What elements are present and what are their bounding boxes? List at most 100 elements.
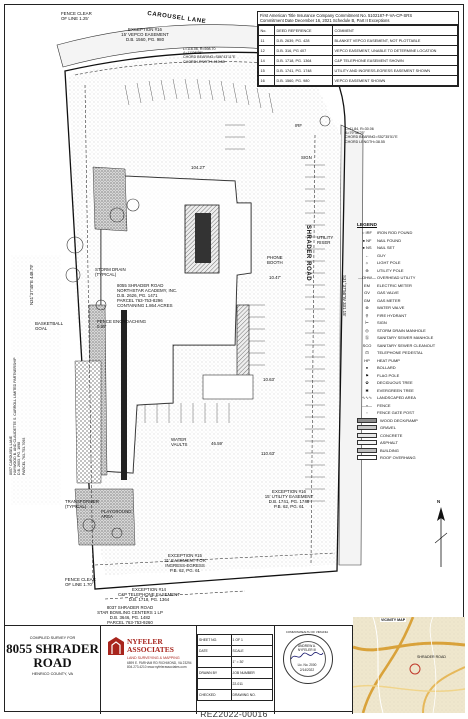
legend-text: NAIL FOUND — [377, 237, 402, 243]
storm-drain-label: STORM DRAIN (TYPICAL) — [95, 267, 126, 277]
seal-top-text: COMMONWEALTH OF VIRGINIA — [285, 630, 329, 634]
county-label: HENRICO COUNTY, VA — [32, 672, 73, 676]
legend-swatch-item: WOOD DECK/RAMP — [357, 417, 461, 425]
legend-text: LANDSCAPED AREA — [377, 395, 416, 401]
basketball-label: BASKETBALL GOAL — [35, 321, 64, 331]
exc-cell: D.B. 1718, PG. 1364 — [274, 55, 333, 66]
curve-top: L=116.06, R=598.70 Δ=11°06'25" CHORD BEA… — [183, 47, 236, 64]
company-logo-icon — [108, 637, 124, 655]
rear-landscape — [74, 360, 102, 484]
sheet-info-cell: SHEET NO. — [197, 634, 232, 646]
legend-symbol: ☼ — [365, 260, 369, 266]
legend-text: ROOF OVERHANG — [380, 455, 416, 461]
exc-header-no: No. — [258, 25, 275, 36]
legend-text: TELEPHONE PEDESTAL — [377, 350, 423, 356]
exc-cell: 11 — [258, 35, 275, 46]
surveyor-seal-icon — [283, 634, 333, 684]
exc-cell: 15 — [258, 65, 275, 76]
legend-item: —x—FENCE — [357, 402, 461, 410]
fence-encroaching-label: FENCE ENCROACHING 0.09' — [97, 319, 147, 329]
dimension-d: 46.59' — [211, 441, 223, 446]
plat-svg — [11, 24, 364, 600]
exc-cell: VEPCO EASEMENT SHOWN — [332, 75, 458, 86]
legend-item: ⚲ FIRE HYDRANT — [357, 312, 461, 320]
parcel-label: 8055 SHRADER ROAD NORTHSTAR ACADEMY, INC… — [117, 283, 178, 308]
legend-text: FENCE GATE POST — [377, 410, 415, 416]
legend-text: SANITARY SEWER CLEANOUT — [377, 342, 436, 348]
exception16-low: EXCEPTION #16 15' UTILITY EASEMENT D.B. … — [264, 489, 314, 509]
legend-symbol: ⚑ — [365, 372, 369, 378]
legend-text: BOLLARD — [377, 365, 396, 371]
sheet-info-cell: DATE — [197, 645, 232, 657]
legend-item: HP HEAT PUMP — [357, 357, 461, 365]
legend-text: OVERHEAD UTILITY — [377, 275, 416, 281]
legend-text: BUILDING — [380, 447, 399, 453]
exc-cell: C&P TELEPHONE EASEMENT SHOWN — [332, 55, 458, 66]
legend-item: ● BOLLARD — [357, 364, 461, 372]
transformer-label: TRANSFORMER (TYPICAL) — [65, 499, 99, 509]
exception16-top: EXCEPTION #16 15' VEPCO EASEMENT D.B. 15… — [121, 27, 169, 42]
playground-label: PLAYGROUND AREA — [101, 509, 132, 519]
exc-cell: D.B. 2639, PG. 428 — [274, 35, 333, 46]
legend-symbol: ● — [365, 365, 369, 371]
legend-item: ▫FENCE GATE POST — [357, 409, 461, 417]
table-row: 16 D.B. 1560, PG. 980 VEPCO EASEMENT SHO… — [258, 75, 458, 86]
north-label: N — [437, 499, 441, 504]
legend-item: ⚑FLAG POLE — [357, 372, 461, 380]
legend-text: GRAVEL — [380, 425, 396, 431]
table-row: 1" = 30' — [197, 656, 274, 668]
exception14-label: EXCEPTION #14 C&P TELEPHONE EASEMENT D.B… — [117, 587, 181, 602]
seal-cell: COMMONWEALTH OF VIRGINIA ANDREW A. NYFEL… — [275, 626, 353, 714]
legend-title: LEGEND — [357, 223, 377, 228]
legend-item: —OHW—OVERHEAD UTILITY — [357, 274, 461, 282]
table-row: 22-011 — [197, 678, 274, 690]
vicinity-road-label: SHRADER ROAD — [417, 655, 446, 659]
legend-text: ASPHALT — [380, 440, 398, 446]
legend-symbol: ✱ — [365, 387, 369, 393]
seal-name: ANDREW A. NYFELER III — [297, 644, 317, 652]
plat-drawing: CAROUSEL LANE SHRADER ROAD FENCE CLEAR O… — [5, 5, 465, 625]
sheet-info-cell: JOB NUMBER — [230, 667, 274, 679]
legend-text: HEAT PUMP — [377, 357, 400, 363]
legend-symbol: ⚲ — [365, 312, 369, 318]
sheet-info-cell: 22-011 — [230, 678, 274, 690]
dimension-c: 10.63' — [263, 377, 275, 382]
exception15-label: EXCEPTION #15 31' EASEMENT FOR INGRESS-E… — [164, 553, 206, 573]
survey-title-cell: COMPILED SURVEY FOR 8055 SHRADER ROAD HE… — [5, 626, 101, 714]
sheet-info-cell: SCALE — [230, 645, 274, 657]
legend-swatch — [357, 455, 377, 461]
utility-riser-label: UTILITY RISER — [317, 235, 334, 245]
legend-text: FIRE HYDRANT — [377, 312, 407, 318]
bearing-left: N31°37'45"E 448.79' — [29, 264, 34, 305]
legend-item: ∿∿∿LANDSCAPED AREA — [357, 394, 461, 402]
parking-stripes — [124, 78, 325, 502]
company-cell: NYFELER ASSOCIATES LAND SURVEYING & MAPP… — [101, 626, 197, 714]
legend-swatch-item: GRAVEL — [357, 424, 461, 432]
legend-item: ⊢SIGN — [357, 319, 461, 327]
legend-swatch — [357, 440, 377, 446]
legend-item: ✿DECIDUOUS TREE — [357, 379, 461, 387]
sheet-info-cell: DRAWN BY — [197, 667, 232, 679]
legend-text: FENCE — [377, 402, 391, 408]
exc-cell: UTILITY AND INGRESS-EGRESS EASEMENT SHOW… — [332, 65, 458, 76]
seal-license: Lic. No. 2000 — [297, 663, 317, 667]
legend-text: WOOD DECK/RAMP — [380, 417, 418, 423]
dimension-a: 104.27' — [191, 165, 206, 170]
legend-symbol: ⊢ — [365, 320, 369, 326]
curve-right: L=41.84, R=30.06 Δ=79°46'25" CHORD BEARI… — [345, 127, 398, 144]
dimension-b: 10.47' — [269, 275, 281, 280]
legend-symbol: HP — [364, 357, 370, 363]
signature-icon — [290, 652, 324, 660]
neighbor-parcel-left — [11, 255, 61, 505]
seal-date: 2/14/2022 — [299, 668, 315, 672]
exc-cell: BLANKET VEPCO EASEMENT, NOT PLOTTABLE — [332, 35, 458, 46]
legend-swatch-item: CONCRETE — [357, 432, 461, 440]
compiled-for: COMPILED SURVEY FOR — [29, 636, 76, 640]
legend-item: ⊗WATER VALVE — [357, 304, 461, 312]
